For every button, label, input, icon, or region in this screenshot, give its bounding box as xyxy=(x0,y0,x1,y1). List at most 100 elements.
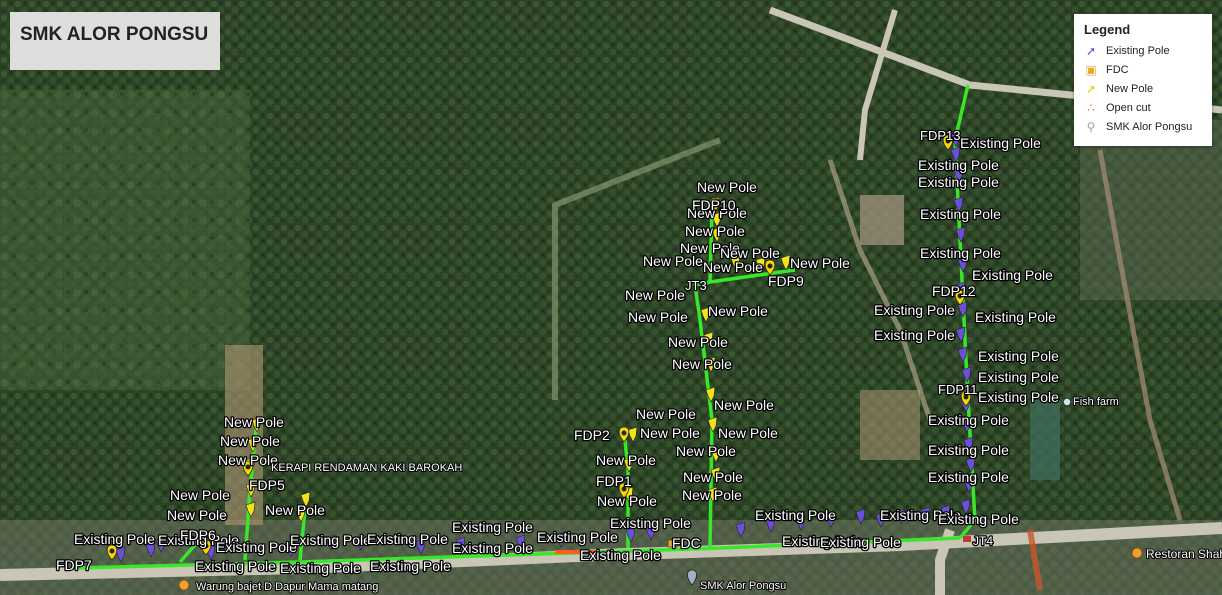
existing-pole-icon[interactable] xyxy=(455,536,466,553)
existing-pole-label: Existing Pole xyxy=(920,245,1001,261)
new-pole-icon[interactable] xyxy=(711,226,722,243)
fdp-pin-icon[interactable] xyxy=(960,390,972,407)
existing-pole-icon[interactable] xyxy=(625,526,636,543)
new-pole-icon[interactable] xyxy=(707,416,718,433)
new-pole-icon[interactable] xyxy=(700,306,711,323)
fdp-label: FDP10 xyxy=(692,197,736,213)
legend-item-smk-alor-pongsu[interactable]: ⚲ SMK Alor Pongsu xyxy=(1084,117,1204,136)
fdp-pin-icon[interactable] xyxy=(618,426,630,443)
fdp-label: FDP6 xyxy=(180,527,216,543)
fdc-icon: ▣ xyxy=(1085,62,1097,77)
existing-pole-icon[interactable] xyxy=(961,366,972,383)
existing-pole-icon[interactable] xyxy=(963,476,974,493)
place-label: SMK Alor Pongsu xyxy=(700,580,786,592)
existing-pole-label: Existing Pole xyxy=(370,558,451,574)
legend-item-new-pole[interactable]: ➚ New Pole xyxy=(1084,79,1204,98)
new-pole-icon[interactable] xyxy=(300,491,311,508)
existing-pole-icon[interactable] xyxy=(895,508,906,525)
new-pole-label: New Pole xyxy=(224,414,284,430)
existing-pole-icon: ➚ xyxy=(1085,43,1097,58)
new-pole-icon[interactable] xyxy=(247,436,258,453)
existing-pole-icon[interactable] xyxy=(955,326,966,343)
fdp-pin-icon[interactable] xyxy=(954,289,966,306)
existing-pole-icon[interactable] xyxy=(961,416,972,433)
existing-pole-icon[interactable] xyxy=(960,498,971,515)
existing-pole-icon[interactable] xyxy=(415,538,426,555)
place-label: Fish farm xyxy=(1073,396,1119,408)
restaurant-icon[interactable] xyxy=(178,579,190,591)
fish-farm-icon[interactable] xyxy=(1063,398,1071,406)
new-pole-icon[interactable] xyxy=(710,446,721,463)
new-pole-icon[interactable] xyxy=(730,254,741,271)
new-pole-icon[interactable] xyxy=(623,456,634,473)
existing-pole-label: Existing Pole xyxy=(452,540,533,556)
existing-pole-icon[interactable] xyxy=(957,301,968,318)
fdp-pin-icon[interactable] xyxy=(106,544,118,561)
fdp-label: FDP7 xyxy=(56,557,92,573)
existing-pole-icon[interactable] xyxy=(953,196,964,213)
school-pin-icon[interactable] xyxy=(687,569,697,586)
fdc-icon[interactable] xyxy=(667,539,678,548)
existing-pole-icon[interactable] xyxy=(555,531,566,548)
legend-item-open-cut[interactable]: ∴ Open cut xyxy=(1084,98,1204,117)
existing-pole-icon[interactable] xyxy=(953,166,964,183)
existing-pole-icon[interactable] xyxy=(765,516,776,533)
fdp-pin-icon[interactable] xyxy=(242,460,254,477)
new-pole-label: New Pole xyxy=(703,259,763,275)
legend-item-existing-pole[interactable]: ➚ Existing Pole xyxy=(1084,41,1204,60)
existing-pole-icon[interactable] xyxy=(155,536,166,553)
existing-pole-icon[interactable] xyxy=(855,508,866,525)
fdp-pin-icon[interactable] xyxy=(618,482,630,499)
existing-pole-icon[interactable] xyxy=(963,436,974,453)
fdp-pin-icon[interactable] xyxy=(200,539,212,556)
fdp-pin-icon[interactable] xyxy=(764,259,776,276)
new-pole-icon[interactable] xyxy=(703,331,714,348)
new-pole-icon[interactable] xyxy=(707,486,718,503)
new-pole-label: New Pole xyxy=(265,502,325,518)
new-pole-label: New Pole xyxy=(697,179,757,195)
restaurant-icon[interactable] xyxy=(1131,547,1143,559)
existing-pole-icon[interactable] xyxy=(515,534,526,551)
new-pole-label: New Pole xyxy=(790,255,850,271)
new-pole-icon[interactable] xyxy=(705,386,716,403)
fdp-pin-icon[interactable] xyxy=(708,197,720,214)
new-pole-icon[interactable] xyxy=(755,256,766,273)
junction-marker-icon[interactable] xyxy=(963,536,971,542)
existing-pole-icon[interactable] xyxy=(825,511,836,528)
legend-item-fdc[interactable]: ▣ FDC xyxy=(1084,60,1204,79)
existing-pole-icon[interactable] xyxy=(950,146,961,163)
new-pole-icon[interactable] xyxy=(295,506,306,523)
new-pole-icon[interactable] xyxy=(711,211,722,228)
new-pole-icon[interactable] xyxy=(710,466,721,483)
new-pole-icon[interactable] xyxy=(245,501,256,518)
existing-pole-icon[interactable] xyxy=(955,226,966,243)
fdp-pin-icon[interactable] xyxy=(942,134,954,151)
existing-pole-icon[interactable] xyxy=(735,521,746,538)
existing-pole-icon[interactable] xyxy=(645,524,656,541)
existing-pole-icon[interactable] xyxy=(325,534,336,551)
existing-pole-icon[interactable] xyxy=(940,504,951,521)
new-pole-icon[interactable] xyxy=(251,416,262,433)
place-label: Restoran Shah xyxy=(1146,547,1222,561)
existing-pole-label: Existing Pole xyxy=(928,469,1009,485)
new-pole-icon[interactable] xyxy=(627,426,638,443)
existing-pole-icon[interactable] xyxy=(957,256,968,273)
existing-pole-icon[interactable] xyxy=(145,541,156,558)
existing-pole-icon[interactable] xyxy=(355,534,366,551)
existing-pole-icon[interactable] xyxy=(965,456,976,473)
existing-pole-icon[interactable] xyxy=(115,546,126,563)
new-pole-icon[interactable] xyxy=(705,356,716,373)
new-pole-label: New Pole xyxy=(636,406,696,422)
new-pole-label: New Pole xyxy=(687,205,747,221)
existing-pole-icon[interactable] xyxy=(920,506,931,523)
existing-pole-icon[interactable] xyxy=(957,346,968,363)
new-pole-icon[interactable] xyxy=(780,254,791,271)
existing-pole-icon[interactable] xyxy=(285,541,296,558)
new-pole-label: New Pole xyxy=(714,397,774,413)
existing-pole-label: Existing Pole xyxy=(290,532,371,548)
existing-pole-icon[interactable] xyxy=(795,514,806,531)
new-pole-icon[interactable] xyxy=(245,481,256,498)
existing-pole-icon[interactable] xyxy=(875,511,886,528)
